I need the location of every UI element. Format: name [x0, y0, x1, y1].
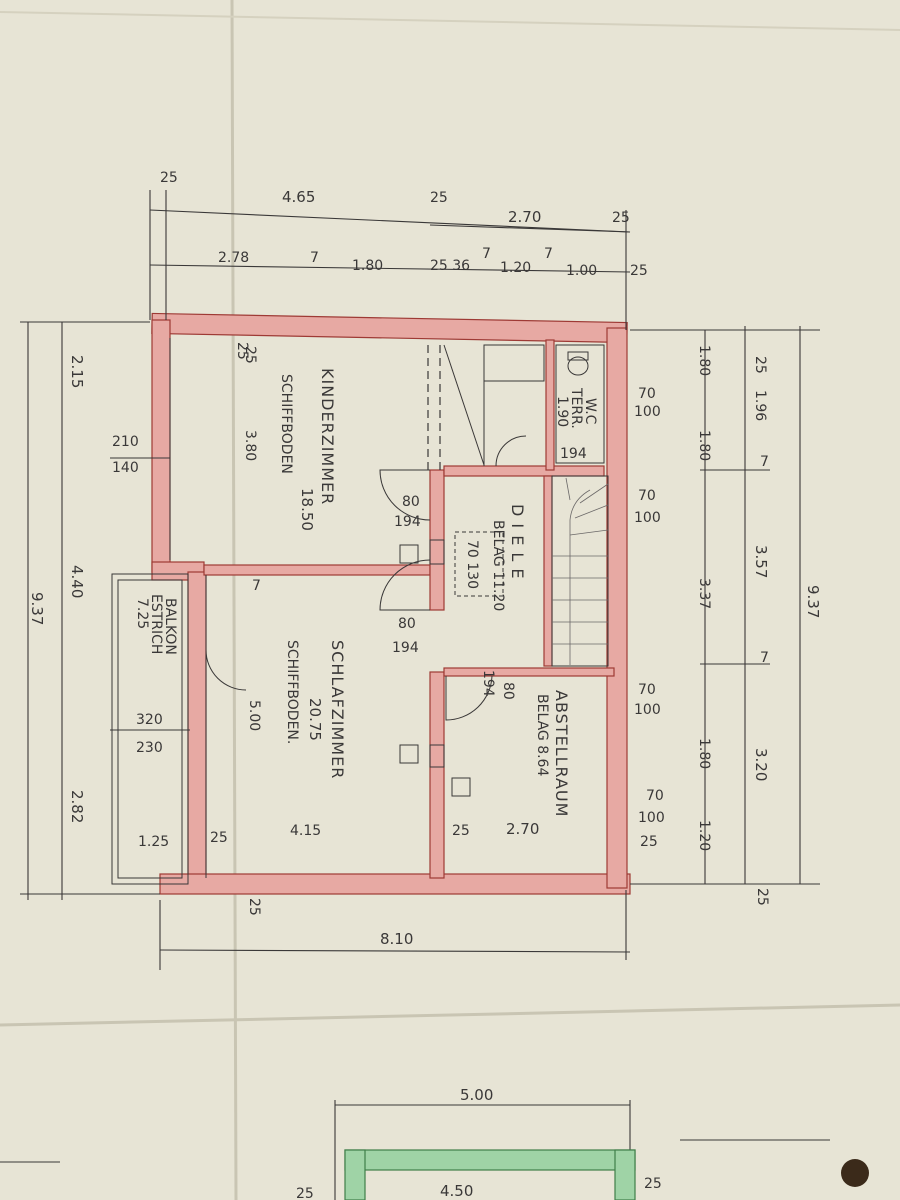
- dim-1-80-b: 1.80: [696, 430, 712, 461]
- dim-1-80: 1.80: [352, 258, 383, 274]
- door-labels: 80 194 80 194 80 194 194: [392, 446, 587, 700]
- schlafzimmer-width: 5.00: [246, 700, 262, 731]
- door1-height: 194: [394, 514, 421, 530]
- dim-1-80-a: 1.80: [696, 345, 712, 376]
- dim-7-b: 7: [482, 246, 491, 262]
- kinderzimmer-25: 25: [242, 346, 258, 364]
- bottom-dimension-labels: 8.10 25 5.00 4.50 25 25: [246, 898, 662, 1200]
- dim-1-20: 1.20: [500, 260, 531, 276]
- door3-height: 194: [480, 670, 496, 697]
- dim-2-15: 2.15: [68, 355, 86, 388]
- dim-100-d: 100: [638, 810, 665, 826]
- dim-25-right-a: 25: [640, 834, 658, 850]
- abstellraum-2-70: 2.70: [506, 820, 539, 838]
- wc-area: 1.90: [554, 396, 570, 427]
- wc-title: W.C: [582, 398, 598, 425]
- dim-70-a: 70: [638, 386, 656, 402]
- dim-3-37: 3.37: [696, 578, 712, 609]
- kinderzimmer-floor: SCHIFFBODEN: [278, 374, 294, 474]
- dim-7-d: 7: [760, 454, 769, 470]
- dim-2-70: 2.70: [508, 208, 541, 226]
- interior-lines: [111, 338, 609, 885]
- dim-70-c: 70: [638, 682, 656, 698]
- dimension-lines: [0, 190, 830, 1200]
- dim-9-37-left: 9.37: [28, 592, 46, 625]
- lower-floor-walls: [344, 1149, 869, 1200]
- dim-7-e: 7: [760, 650, 769, 666]
- room-labels: KINDERZIMMER 18.50 SCHIFFBODEN 3.80 25 S…: [134, 346, 598, 839]
- door2-height: 194: [392, 640, 419, 656]
- dim-3-57: 3.57: [752, 545, 770, 578]
- dim-25-bottom-c: 25: [644, 1176, 662, 1192]
- staircase: [551, 475, 609, 667]
- dim-25-bottom-a: 25: [246, 898, 262, 916]
- dim-25-36: 25 36: [430, 258, 470, 274]
- schlafzimmer-floor: SCHIFFBODEN.: [284, 640, 300, 744]
- kinderzimmer-width: 3.80: [242, 430, 258, 461]
- dim-100-c: 100: [634, 702, 661, 718]
- dim-1-20: 1.20: [696, 820, 712, 851]
- dim-4-50: 4.50: [440, 1182, 473, 1200]
- dim-2-78: 2.78: [218, 250, 249, 266]
- dim-25-c: 25: [612, 210, 630, 226]
- dim-25-right-b: 25: [752, 356, 768, 374]
- door2-width: 80: [398, 616, 416, 632]
- schlafzimmer-title: SCHLAFZIMMER: [328, 640, 347, 779]
- schlafzimmer-area: 20.75: [306, 698, 324, 741]
- diele-area: BELAG 11.20: [490, 520, 506, 611]
- dim-1-96: 1.96: [752, 390, 768, 421]
- balkon-floor: ESTRICH: [148, 594, 164, 654]
- door1-width: 80: [402, 494, 420, 510]
- dim-230: 230: [136, 740, 163, 756]
- dim-9-37-right: 9.37: [804, 585, 822, 618]
- door3-width: 80: [500, 682, 516, 700]
- balkon-area: 7.25: [134, 598, 150, 629]
- dim-25-a: 25: [160, 170, 178, 186]
- dim-1-80-c: 1.80: [696, 738, 712, 769]
- dim-25-right-c: 25: [754, 888, 770, 906]
- dim-70-b: 70: [638, 488, 656, 504]
- dim-100-b: 100: [634, 510, 661, 526]
- dim-320: 320: [136, 712, 163, 728]
- dim-2-82: 2.82: [68, 790, 86, 823]
- top-dimension-labels: 25 4.65 25 2.70 25 2.78 7 1.80 25 36 7 1…: [160, 170, 648, 279]
- abstellraum-area: BELAG 8.64: [534, 694, 550, 776]
- left-dimension-labels: 2.15 210 140 4.40 9.37 320 230 2.82 1.25…: [28, 355, 228, 850]
- walls: [151, 312, 631, 895]
- schlafzimmer-7: 7: [252, 578, 261, 594]
- dim-3-20: 3.20: [752, 748, 770, 781]
- abstellraum-title: ABSTELLRAUM: [552, 690, 571, 817]
- dim-70-d: 70: [646, 788, 664, 804]
- kinderzimmer-title: KINDERZIMMER: [318, 368, 337, 505]
- dim-8-10: 8.10: [380, 930, 413, 948]
- dim-210: 210: [112, 434, 139, 450]
- dim-4-40: 4.40: [68, 565, 86, 598]
- dim-25-bottom-b: 25: [296, 1186, 314, 1200]
- dim-7-a: 7: [310, 250, 319, 266]
- diele-box: 70 130: [464, 540, 480, 589]
- dim-140: 140: [112, 460, 139, 476]
- schlafzimmer-415: 4.15: [290, 823, 321, 839]
- kinderzimmer-area: 18.50: [298, 488, 316, 531]
- abstellraum-25: 25: [452, 823, 470, 839]
- dim-25-left: 25: [210, 830, 228, 846]
- dim-1-25: 1.25: [138, 834, 169, 850]
- balkon-title: BALKON: [162, 598, 178, 655]
- door4-height: 194: [560, 446, 587, 462]
- dim-100-a: 100: [634, 404, 661, 420]
- right-dimension-labels: 70 100 70 100 70 100 70 100 25 1.80 1.80…: [234, 342, 822, 906]
- dim-4-65: 4.65: [282, 188, 315, 206]
- dim-25-inner: 25: [234, 342, 250, 360]
- wc-sub: TERR.: [568, 387, 584, 429]
- dim-25-b: 25: [430, 190, 448, 206]
- diele-title: D I E L E: [508, 504, 527, 580]
- dim-1-00: 1.00: [566, 263, 597, 279]
- dim-5-00: 5.00: [460, 1086, 493, 1104]
- dim-25-d: 25: [630, 263, 648, 279]
- dim-7-c: 7: [544, 246, 553, 262]
